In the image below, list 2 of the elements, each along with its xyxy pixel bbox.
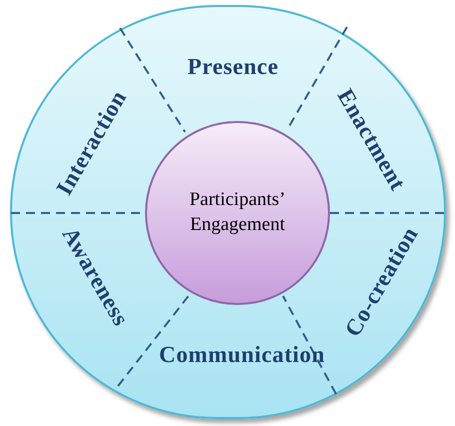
segment-label: Communication bbox=[159, 340, 325, 369]
segment-label: Presence bbox=[187, 52, 279, 81]
